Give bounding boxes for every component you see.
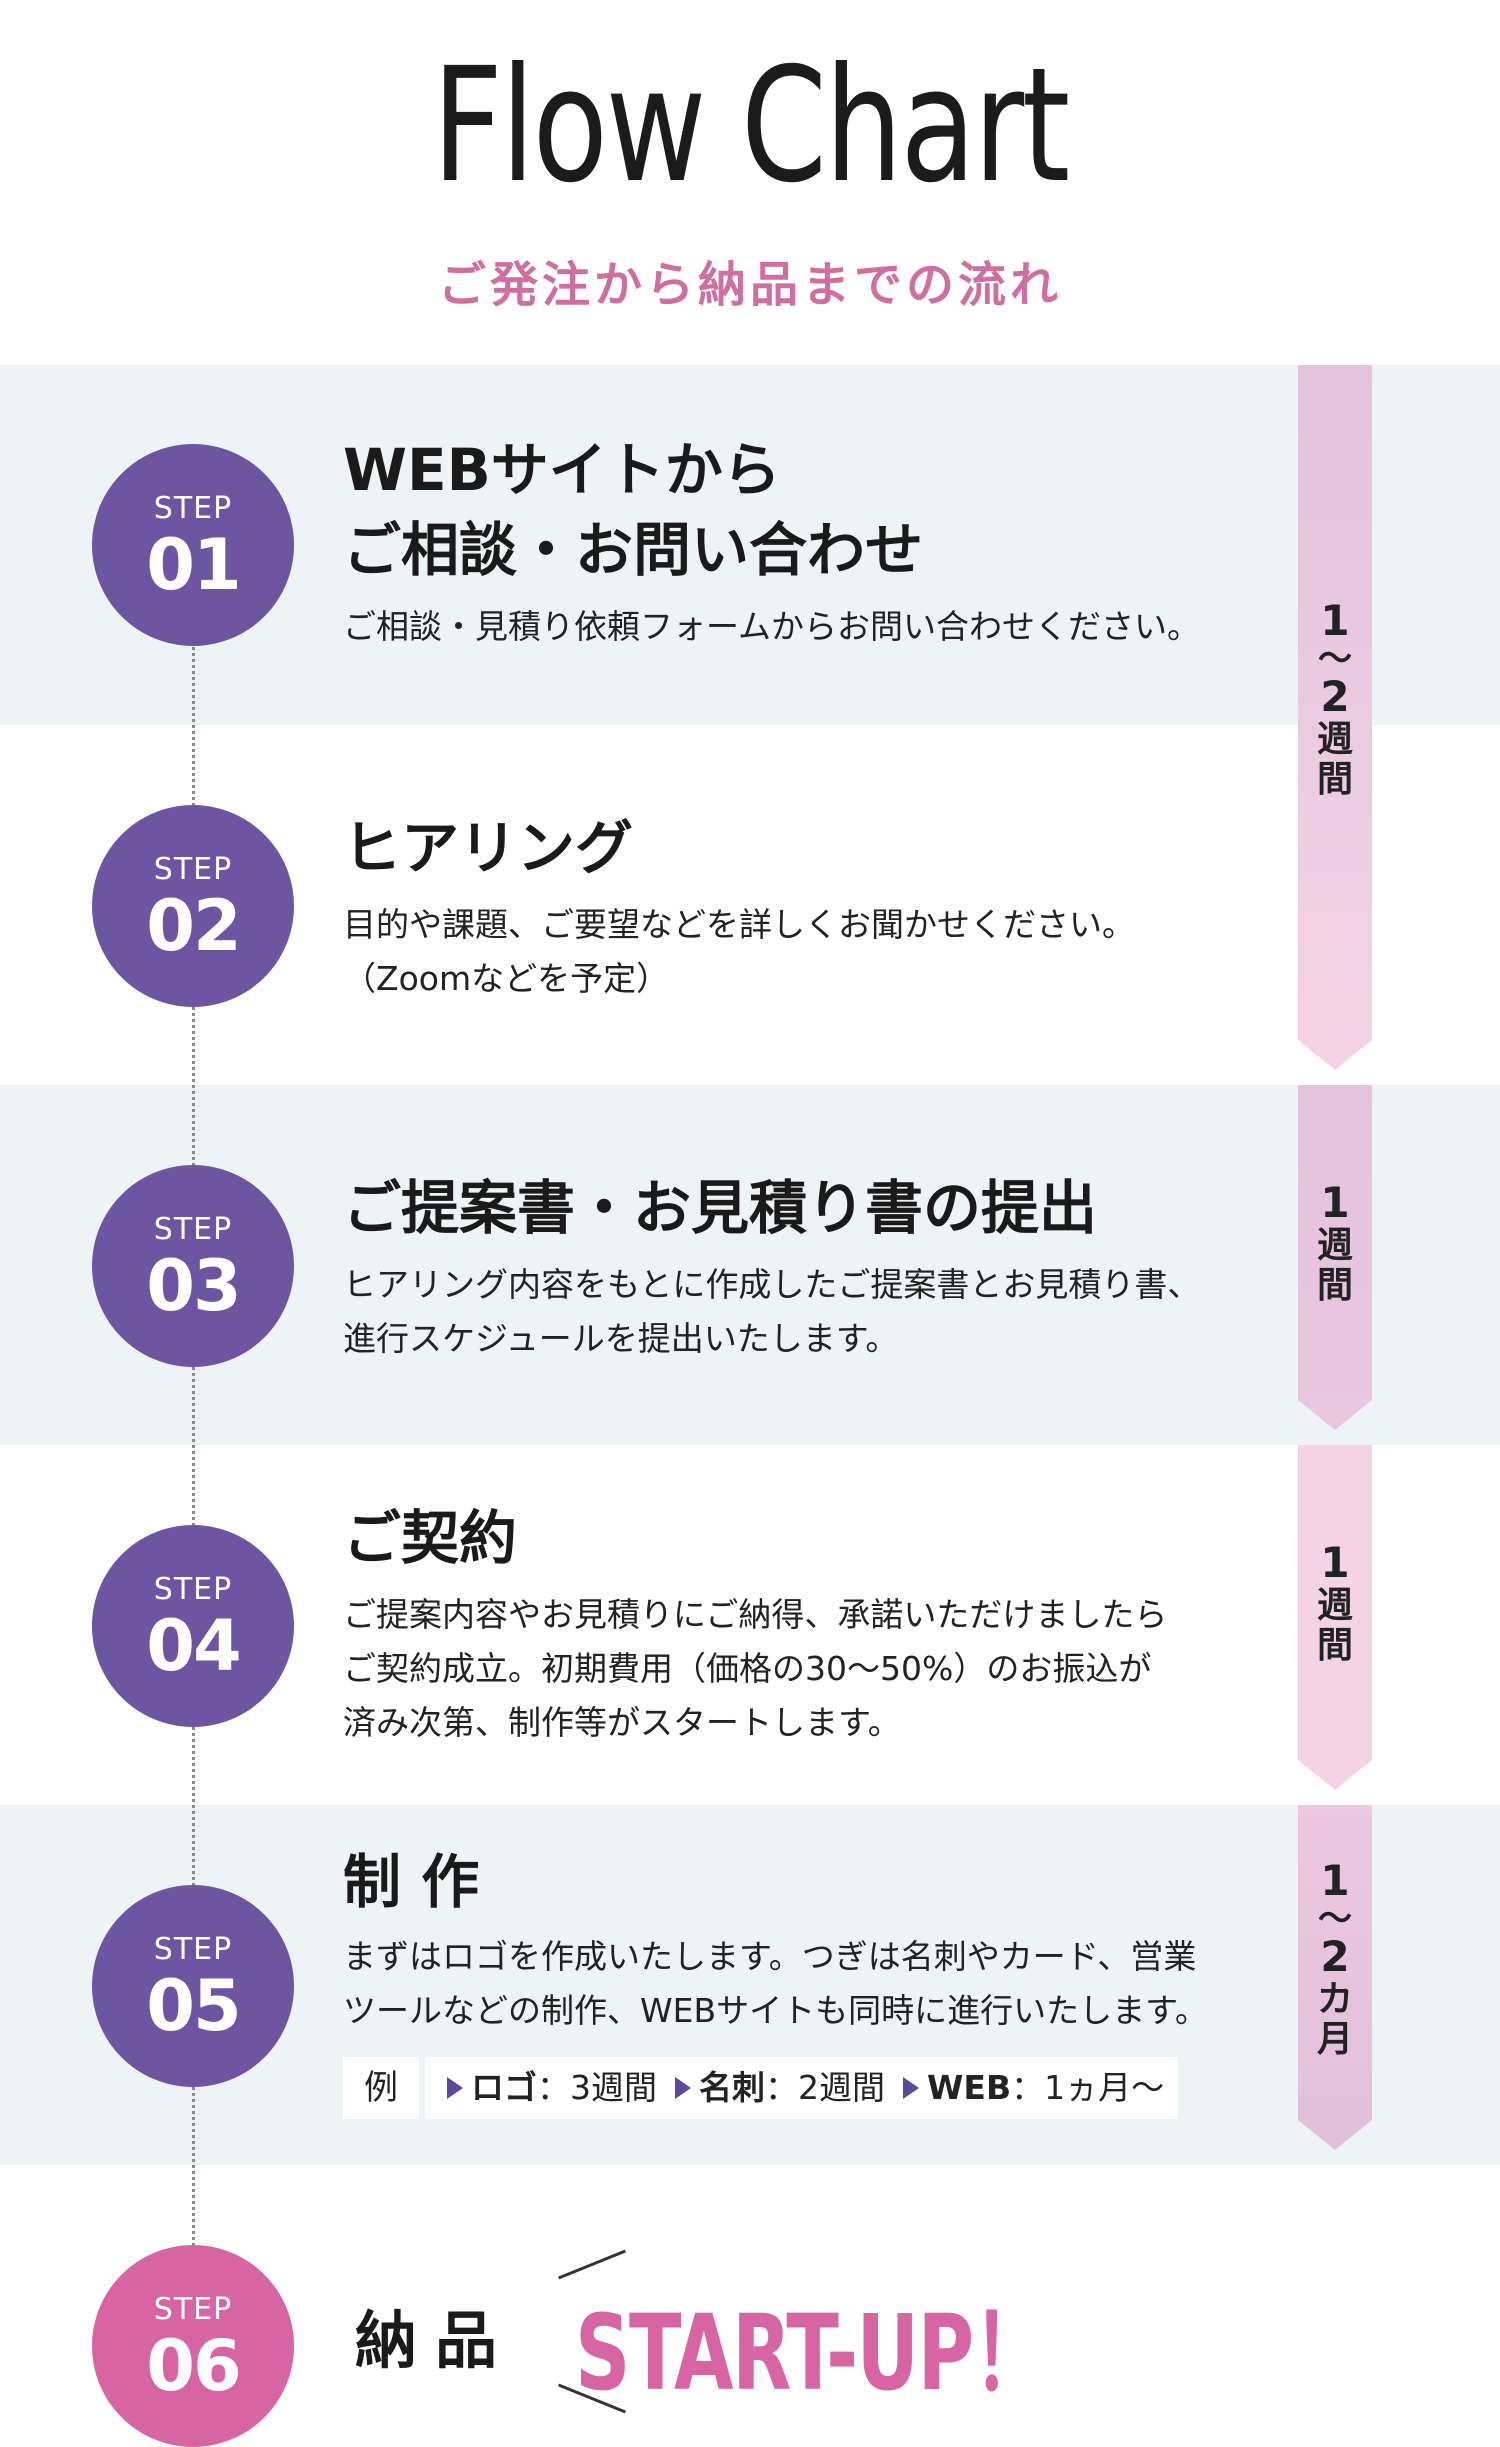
triangle-bullet-icon	[675, 2077, 691, 2099]
step-number: 03	[146, 1245, 241, 1327]
step-circle-06: STEP 06	[92, 2245, 294, 2447]
duration-arrow-shape	[1298, 1805, 1372, 2150]
triangle-bullet-icon	[903, 2077, 919, 2099]
step-number: 06	[146, 2325, 241, 2407]
step-description-04: ご提案内容やお見積りにご納得、承諾いただけましたら ご契約成立。初期費用（価格の…	[343, 1595, 1168, 1742]
step-label: STEP	[153, 852, 233, 887]
example-item-name: 名刺	[699, 2068, 765, 2107]
duration-start: 1	[1320, 596, 1350, 645]
production-schedule-example: 例 ロゴ ：3週間 名刺 ：2週間 WEB ：1ヵ月〜	[343, 2057, 1179, 2119]
page-subtitle: ご発注から納品までの流れ	[437, 257, 1062, 313]
example-item-value: ：3週間	[537, 2068, 657, 2107]
duration-unit: 週	[1316, 719, 1353, 760]
step-label: STEP	[153, 1932, 233, 1967]
step-description-05: まずはロゴを作成いたします。つぎは名刺やカード、営業 ツールなどの制作、WEBサ…	[343, 1937, 1208, 2030]
duration-arrow-shape	[1298, 1085, 1372, 1430]
example-items: ロゴ ：3週間 名刺 ：2週間 WEB ：1ヵ月〜	[425, 2057, 1179, 2119]
step-description-01: ご相談・見積り依頼フォームからお問い合わせください。	[343, 607, 1201, 646]
duration-unit: 週	[1316, 1585, 1353, 1626]
step-circle-02: STEP 02	[92, 805, 294, 1007]
example-item-card: 名刺 ：2週間	[675, 2057, 885, 2119]
duration-arrow-2	[1298, 1085, 1372, 1430]
step-title-03: ご提案書・お見積り書の提出	[343, 1174, 1098, 1242]
duration-arrow-1	[1298, 365, 1372, 1070]
example-item-web: WEB ：1ヵ月〜	[903, 2057, 1164, 2119]
example-item-value: ：1ヵ月〜	[1011, 2068, 1165, 2107]
duration-label-2: 1 週 間	[1298, 1180, 1372, 1306]
duration-end: 2	[1320, 1932, 1350, 1981]
duration-label-4: 1 〜 2 カ 月	[1298, 1858, 1372, 2060]
step-description-02: 目的や課題、ご要望などを詳しくお聞かせください。 （Zoomなどを予定）	[343, 905, 1135, 998]
step-title-02: ヒアリング	[343, 814, 634, 882]
duration-unit: 間	[1316, 759, 1353, 800]
step-label: STEP	[153, 2292, 233, 2327]
duration-arrow-shape	[1298, 1445, 1372, 1790]
duration-start: 1	[1320, 1856, 1350, 1905]
page-title: Flow Chart	[432, 34, 1070, 218]
step-title-05: 制 作	[343, 1848, 480, 1916]
duration-separator: 〜	[1318, 1899, 1352, 1939]
duration-unit: 月	[1316, 2019, 1353, 2060]
duration-arrow-4	[1298, 1805, 1372, 2150]
step-number: 01	[146, 524, 241, 606]
duration-start: 1	[1320, 1538, 1350, 1587]
duration-label-3: 1 週 間	[1298, 1540, 1372, 1666]
step-number: 04	[146, 1605, 241, 1687]
step-label: STEP	[153, 491, 233, 526]
triangle-bullet-icon	[447, 2077, 463, 2099]
step-circle-01: STEP 01	[92, 444, 294, 646]
step-connector-line	[192, 640, 195, 2260]
step-label: STEP	[153, 1572, 233, 1607]
step-title-01: WEBサイトから ご相談・お問い合わせ	[343, 436, 924, 584]
duration-unit: 間	[1316, 1265, 1353, 1306]
example-item-name: WEB	[927, 2068, 1012, 2107]
duration-end: 2	[1320, 672, 1350, 721]
duration-arrow-shape	[1298, 365, 1372, 1070]
duration-unit: 間	[1316, 1625, 1353, 1666]
step-circle-04: STEP 04	[92, 1525, 294, 1727]
duration-unit: カ	[1316, 1979, 1353, 2020]
duration-unit: 週	[1316, 1225, 1353, 1266]
example-item-logo: ロゴ ：3週間	[447, 2057, 657, 2119]
step-number: 05	[146, 1965, 241, 2047]
step-circle-05: STEP 05	[92, 1885, 294, 2087]
step-description-03: ヒアリング内容をもとに作成したご提案書とお見積り書、 進行スケジュールを提出いた…	[343, 1265, 1201, 1358]
example-label: 例	[343, 2057, 419, 2119]
example-item-name: ロゴ	[471, 2068, 537, 2107]
step-circle-03: STEP 03	[92, 1165, 294, 1367]
step-title-04: ご契約	[343, 1504, 518, 1572]
duration-label-1: 1 〜 2 週 間	[1298, 598, 1372, 800]
duration-arrow-3	[1298, 1445, 1372, 1790]
startup-tagline: START-UP！	[575, 2292, 1049, 2414]
step-number: 02	[146, 885, 241, 967]
duration-separator: 〜	[1318, 639, 1352, 679]
duration-start: 1	[1320, 1178, 1350, 1227]
step-title-06: 納品	[355, 2304, 516, 2377]
step-label: STEP	[153, 1212, 233, 1247]
example-item-value: ：2週間	[765, 2068, 885, 2107]
